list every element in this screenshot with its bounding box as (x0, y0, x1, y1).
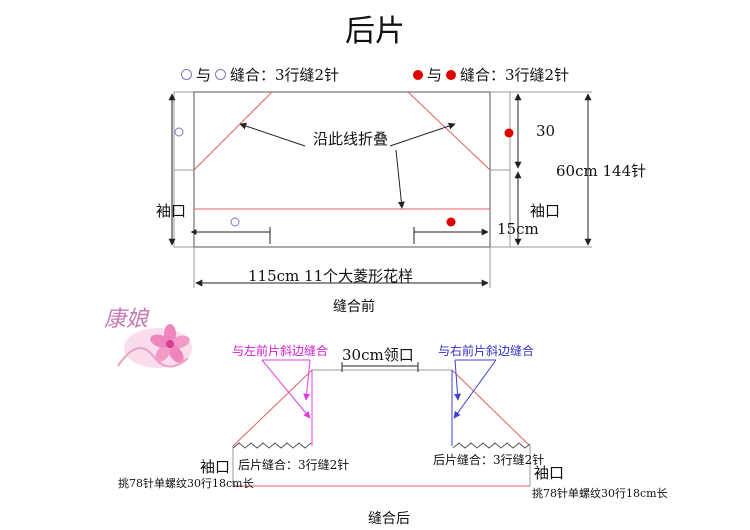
logo-flower-icon: 康娘 (104, 307, 192, 368)
back-piece-before (168, 91, 592, 288)
seam-label-left: 后片缝合：3行缝2针 (238, 458, 350, 472)
after-sleeve-left: 袖口 (200, 458, 231, 476)
right-seam-arrow-2 (454, 359, 462, 401)
fold-label: 沿此线折叠 (313, 130, 389, 148)
sleeve-label-right: 袖口 (530, 202, 561, 220)
legend-hollow: 与 缝合：3行缝2针 (181, 64, 339, 85)
width-label: 115cm 11个大菱形花样 (248, 267, 414, 285)
left-seam-label: 与左前片斜边缝合 (232, 344, 329, 358)
after-outline-right (451, 369, 531, 447)
caption-after: 缝合后 (368, 511, 410, 527)
height-total-label: 60cm 144针 (556, 162, 647, 180)
left-seam-arrow-2 (303, 359, 311, 401)
zigzag-seam-left (232, 442, 312, 449)
neck-label: 30cm领口 (342, 346, 414, 364)
right-seam-label: 与右前片斜边缝合 (438, 344, 535, 358)
caption-before: 缝合前 (333, 299, 375, 315)
legend-solid: 与 缝合：3行缝2针 (413, 64, 569, 85)
cuff-label-left: 挑78针单螺纹30行18cm长 (118, 477, 254, 490)
solid-dot-icon (446, 69, 457, 80)
seam-label-right: 后片缝合：3行缝2针 (433, 453, 545, 467)
fold-pointer-down (395, 149, 405, 209)
zigzag-seam-right (452, 442, 531, 449)
fold-pointer-right (389, 122, 456, 147)
legend-hollow-rule: 缝合：3行缝2针 (230, 66, 340, 84)
solid-dot-icon (413, 69, 423, 80)
solid-dot-marker-1 (504, 128, 514, 138)
page-title: 后片 (345, 14, 405, 49)
solid-dot-marker-2 (446, 217, 456, 227)
svg-text:康娘: 康娘 (104, 307, 150, 332)
right-seam-arrow-1 (453, 359, 497, 419)
legend-hollow-text: 与 (196, 66, 212, 84)
hollow-dot-icon (215, 69, 227, 80)
fold-line-right (407, 91, 491, 171)
height-fold-label: 30 (536, 122, 556, 140)
legend-solid-text: 与 (427, 66, 443, 84)
hollow-dot-marker-1 (174, 127, 184, 137)
back-piece-after (232, 359, 531, 487)
fold-line-left (193, 91, 273, 171)
legend-solid-rule: 缝合：3行缝2针 (460, 66, 570, 84)
sleeve-label-left: 袖口 (156, 202, 187, 220)
fold-pointer-left (239, 122, 306, 147)
hollow-dot-icon (181, 69, 192, 80)
left-seam-arrow-1 (261, 359, 311, 419)
hollow-dot-marker-2 (230, 217, 240, 227)
after-sleeve-right: 袖口 (534, 464, 565, 482)
after-outline-left (232, 369, 313, 447)
sleeve-width-label: 15cm (497, 220, 539, 238)
cuff-label-right: 挑78针单螺纹30行18cm长 (532, 487, 668, 500)
